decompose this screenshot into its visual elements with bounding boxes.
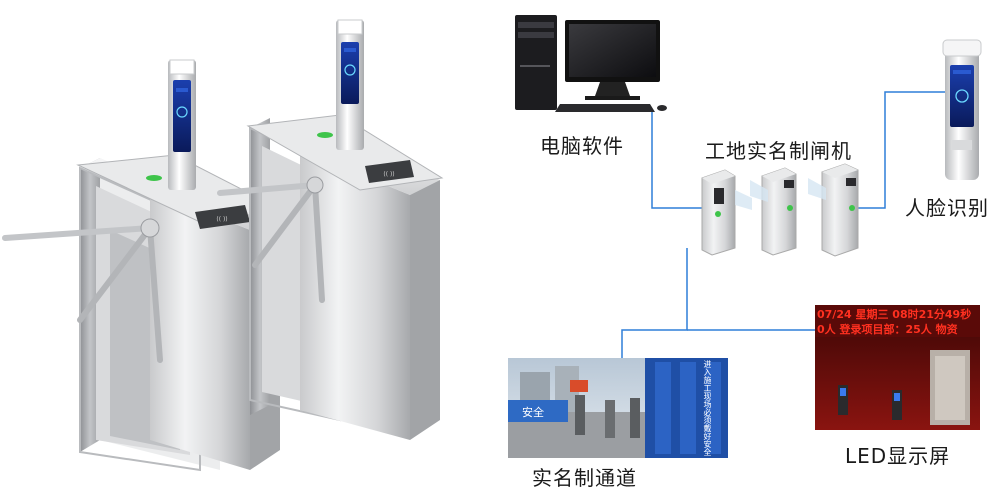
gate-unit-1	[701, 169, 752, 256]
svg-text:(( )): (( ))	[383, 171, 394, 178]
turnstile-front: (( ))	[2, 59, 284, 472]
computer-icon	[515, 15, 667, 112]
label-computer: 电脑软件	[540, 134, 624, 158]
label-channel: 实名制通道	[532, 466, 637, 490]
face-terminal-icon	[942, 39, 982, 180]
label-gate-system: 工地实名制闸机	[705, 139, 852, 163]
channel-photo: 安全	[508, 358, 728, 458]
led-line-1: 07/24 星期三 08时21分49秒	[817, 308, 972, 321]
turnstile-back: (( ))	[217, 19, 444, 440]
label-led-screen: LED显示屏	[845, 444, 951, 468]
gate-unit-2	[750, 167, 797, 256]
led-line-2: 0人 登录项目部：25人 物资	[817, 323, 958, 336]
label-face-recognition: 人脸识别	[905, 196, 989, 220]
svg-text:(( )): (( ))	[216, 216, 227, 223]
led-photo	[815, 305, 980, 430]
gate-unit-3	[808, 163, 859, 257]
channel-sign-text: 安全	[522, 405, 544, 419]
channel-vertical-banner: 进入施工现场必须戴好安全	[703, 360, 711, 456]
